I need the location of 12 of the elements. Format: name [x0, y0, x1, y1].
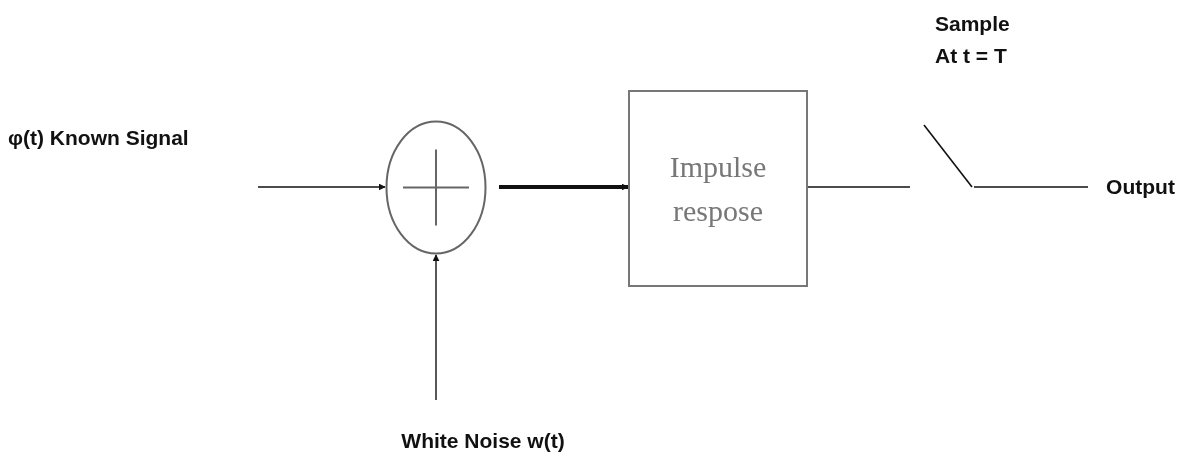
signal-label: White Noise w(t): [401, 429, 565, 453]
process-box: [628, 90, 808, 287]
signal-line: [973, 186, 1089, 188]
input-signal-label: φ(t) Known Signal: [8, 125, 189, 151]
switch-label: Sample At t = T: [935, 11, 1011, 69]
signal-label: Output: [1106, 175, 1175, 199]
summing-junction: [385, 120, 487, 255]
signal-line: [807, 186, 911, 188]
arrow: [499, 183, 629, 191]
arrow: [257, 183, 386, 191]
arrow: [432, 254, 440, 401]
block-label: Impulse respose: [668, 149, 768, 229]
